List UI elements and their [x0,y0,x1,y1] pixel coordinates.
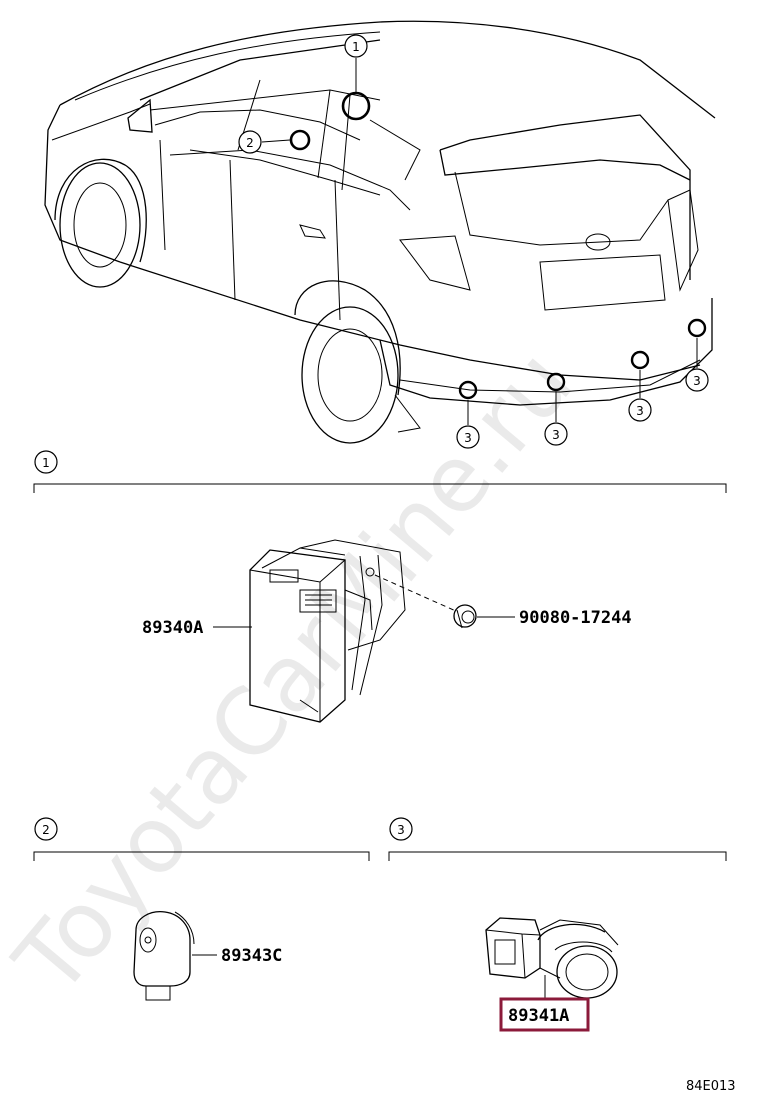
part-number-bolt[interactable]: 90080-17244 [519,608,632,628]
overview-callout[interactable]: 3 [456,425,480,449]
location-ring-sensor [458,380,478,400]
location-ring-sensor [546,372,566,392]
svg-text:1: 1 [352,40,360,54]
overview-callout[interactable]: 3 [544,422,568,446]
sensor-drawing[interactable] [485,917,619,999]
svg-text:1: 1 [42,456,50,470]
location-ring-buzzer [289,129,311,151]
buzzer-drawing[interactable] [133,911,195,1001]
location-ring-sensor [630,350,650,370]
location-ring-ecu [341,91,371,121]
watermark-text: ToyotaCarMine.ru [0,330,593,1015]
part-number-buzzer[interactable]: 89343C [221,946,282,966]
part-number-sensor[interactable]: 89341A [508,1006,569,1026]
highlight-frame [499,997,590,1032]
overview-callout[interactable]: 3 [628,398,652,422]
overview-callout[interactable]: 2 [238,130,262,154]
vehicle-illustration [44,20,716,444]
diagram-code: 84E013 [686,1079,736,1094]
svg-text:3: 3 [693,374,701,388]
part-number-ecu[interactable]: 89340A [142,618,203,638]
section-1-header: 1 [33,450,727,493]
overview-callout[interactable]: 3 [685,368,709,392]
section-3-header: 3 [388,817,727,861]
bolt-drawing[interactable] [453,604,477,629]
svg-text:3: 3 [552,428,560,442]
svg-text:3: 3 [464,431,472,445]
overview-callout[interactable]: 1 [344,34,368,58]
svg-text:3: 3 [397,823,405,837]
svg-text:3: 3 [636,404,644,418]
ecu-drawing[interactable] [249,539,406,723]
svg-text:2: 2 [42,823,50,837]
section-2-header: 2 [33,817,370,861]
svg-text:2: 2 [246,136,254,150]
location-ring-sensor [687,318,707,338]
